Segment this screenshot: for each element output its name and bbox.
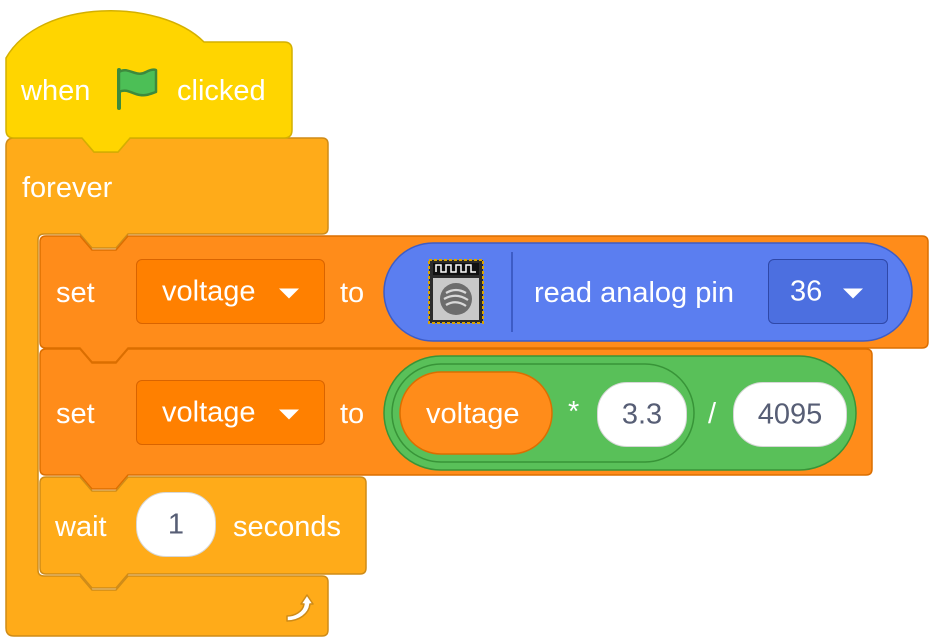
set-label-2: set xyxy=(56,398,95,430)
pin-dropdown[interactable]: 36 xyxy=(768,259,888,324)
variable-dropdown-1-value: voltage xyxy=(162,275,256,307)
divide-value-input[interactable]: 4095 xyxy=(733,382,847,447)
esp32-chip-icon xyxy=(428,259,484,324)
multiply-value-text: 3.3 xyxy=(621,398,663,430)
to-label-1: to xyxy=(340,277,365,309)
wait-seconds-input[interactable]: 1 xyxy=(136,492,216,557)
chevron-down-icon xyxy=(843,288,863,298)
green-flag-icon xyxy=(117,68,158,110)
variable-dropdown-1[interactable]: voltage xyxy=(136,259,325,324)
divide-value-text: 4095 xyxy=(757,398,823,430)
multiply-value-input[interactable]: 3.3 xyxy=(597,382,687,447)
to-label-2: to xyxy=(340,398,365,430)
loop-arrow-icon xyxy=(286,594,314,622)
divide-operator-label: / xyxy=(708,398,717,430)
multiply-operator-label: * xyxy=(568,396,580,428)
chevron-down-icon xyxy=(279,288,299,298)
read-analog-pin-label: read analog pin xyxy=(534,277,734,309)
seconds-label: seconds xyxy=(233,511,342,543)
when-label: when xyxy=(21,75,91,107)
wait-label: wait xyxy=(55,511,107,543)
voltage-reporter-label: voltage xyxy=(426,398,520,430)
set-label-1: set xyxy=(56,277,95,309)
voltage-variable-reporter[interactable] xyxy=(399,371,553,455)
pin-dropdown-value: 36 xyxy=(790,275,823,307)
forever-block[interactable] xyxy=(5,137,329,637)
forever-label: forever xyxy=(22,172,113,204)
clicked-label: clicked xyxy=(177,75,266,107)
variable-dropdown-2[interactable]: voltage xyxy=(136,380,325,445)
wait-seconds-value: 1 xyxy=(167,508,185,540)
chevron-down-icon xyxy=(279,409,299,419)
variable-dropdown-2-value: voltage xyxy=(162,396,256,428)
